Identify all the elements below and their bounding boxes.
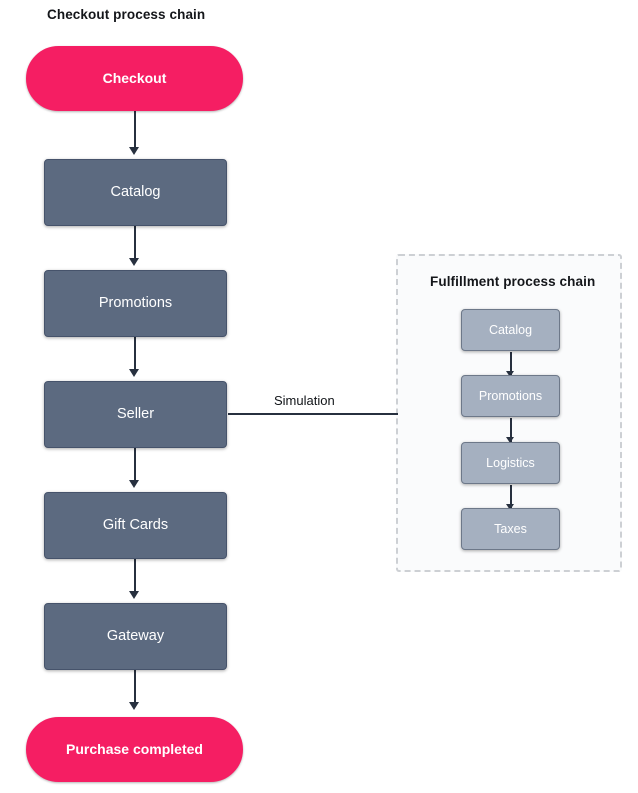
arrowhead-sublogistics-to-subtaxes (506, 504, 514, 510)
node-label-promotions: Promotions (98, 295, 173, 312)
node-purchase-completed[interactable]: Purchase completed (26, 717, 243, 782)
node-sub-taxes[interactable]: Taxes (461, 508, 560, 550)
node-sub-catalog[interactable]: Catalog (461, 309, 560, 351)
arrowhead-catalog-to-promotions (129, 258, 139, 266)
node-label-sub-logistics: Logistics (486, 455, 535, 470)
node-label-purchase-completed: Purchase completed (66, 741, 203, 758)
arrowhead-checkout-to-catalog (129, 147, 139, 155)
edge-giftcards-to-gateway (134, 559, 136, 596)
node-promotions[interactable]: Promotions (44, 270, 227, 337)
edge-catalog-to-promotions (134, 226, 136, 263)
node-label-sub-catalog: Catalog (488, 322, 533, 337)
node-label-sub-taxes: Taxes (494, 521, 527, 536)
edge-checkout-to-catalog (134, 111, 136, 148)
node-label-gateway: Gateway (106, 628, 165, 645)
arrowhead-seller-to-giftcards (129, 480, 139, 488)
subgraph-title: Fulfillment process chain (430, 274, 596, 289)
node-label-seller: Seller (116, 406, 155, 423)
node-label-sub-promotions: Promotions (478, 388, 543, 403)
node-seller[interactable]: Seller (44, 381, 227, 448)
node-checkout[interactable]: Checkout (26, 46, 243, 111)
edge-subpromotions-to-sublogistics (510, 418, 512, 443)
edge-seller-to-giftcards (134, 448, 136, 485)
edge-gateway-to-completed (134, 670, 136, 707)
node-sub-logistics[interactable]: Logistics (461, 442, 560, 484)
edge-sublogistics-to-subtaxes (510, 485, 512, 510)
node-sub-promotions[interactable]: Promotions (461, 375, 560, 417)
node-catalog[interactable]: Catalog (44, 159, 227, 226)
node-label-gift-cards: Gift Cards (102, 517, 169, 534)
node-gateway[interactable]: Gateway (44, 603, 227, 670)
main-chain-title: Checkout process chain (47, 7, 206, 22)
edge-seller-to-fulfillment (228, 413, 398, 415)
edge-subcatalog-to-subpromotions (510, 352, 512, 377)
edge-label-simulation: Simulation (270, 393, 339, 408)
node-label-catalog: Catalog (110, 184, 161, 201)
edge-promotions-to-seller (134, 337, 136, 374)
arrowhead-gateway-to-completed (129, 702, 139, 710)
node-label-checkout: Checkout (102, 70, 167, 87)
node-gift-cards[interactable]: Gift Cards (44, 492, 227, 559)
arrowhead-subcatalog-to-subpromotions (506, 371, 514, 377)
arrowhead-subpromotions-to-sublogistics (506, 437, 514, 443)
arrowhead-giftcards-to-gateway (129, 591, 139, 599)
arrowhead-promotions-to-seller (129, 369, 139, 377)
